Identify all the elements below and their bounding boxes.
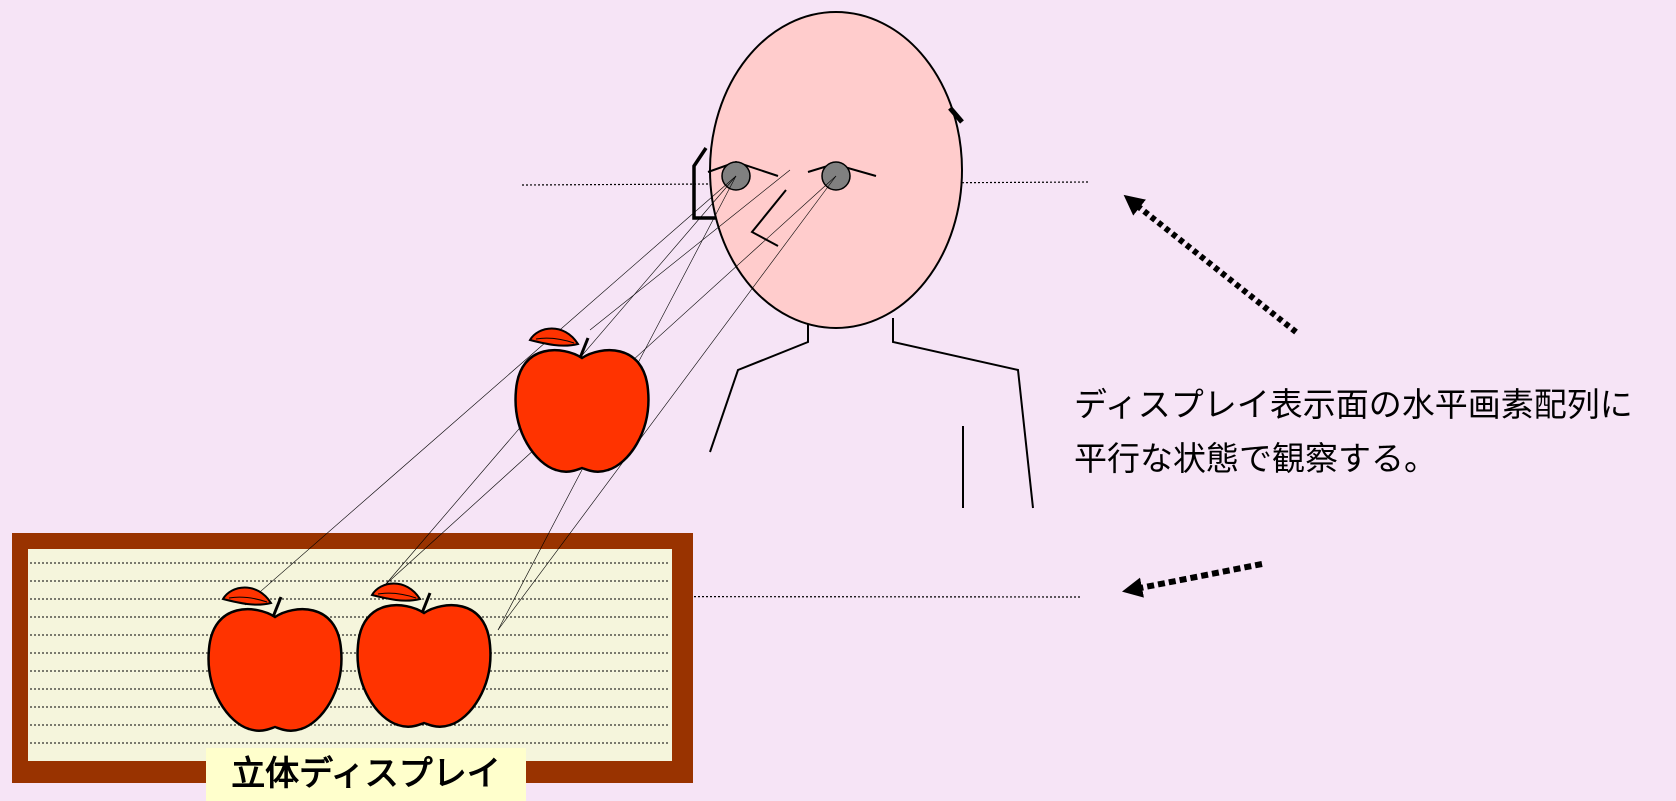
caption-line-1: ディスプレイ表示面の水平画素配列に xyxy=(1074,385,1633,424)
horizontal-pixel-rows xyxy=(30,562,670,744)
caption-line-2: 平行な状態で観察する。 xyxy=(1074,439,1437,478)
stereoscopic-display xyxy=(12,533,693,783)
observer-eyeglass-temple xyxy=(948,106,964,124)
observation-caption: ディスプレイ表示面の水平画素配列に 平行な状態で観察する。 xyxy=(1074,378,1674,486)
observer-figure xyxy=(692,11,1034,509)
display-label: 立体ディスプレイ xyxy=(206,748,526,801)
arrow-to-eye-level xyxy=(1123,194,1298,335)
floating-apple-image xyxy=(514,327,650,474)
arrow-to-display-level xyxy=(1121,561,1263,598)
observer-nose xyxy=(750,189,787,247)
display-screen xyxy=(28,549,672,761)
observer-ear xyxy=(692,147,716,220)
observer-shoulders xyxy=(709,318,1034,509)
